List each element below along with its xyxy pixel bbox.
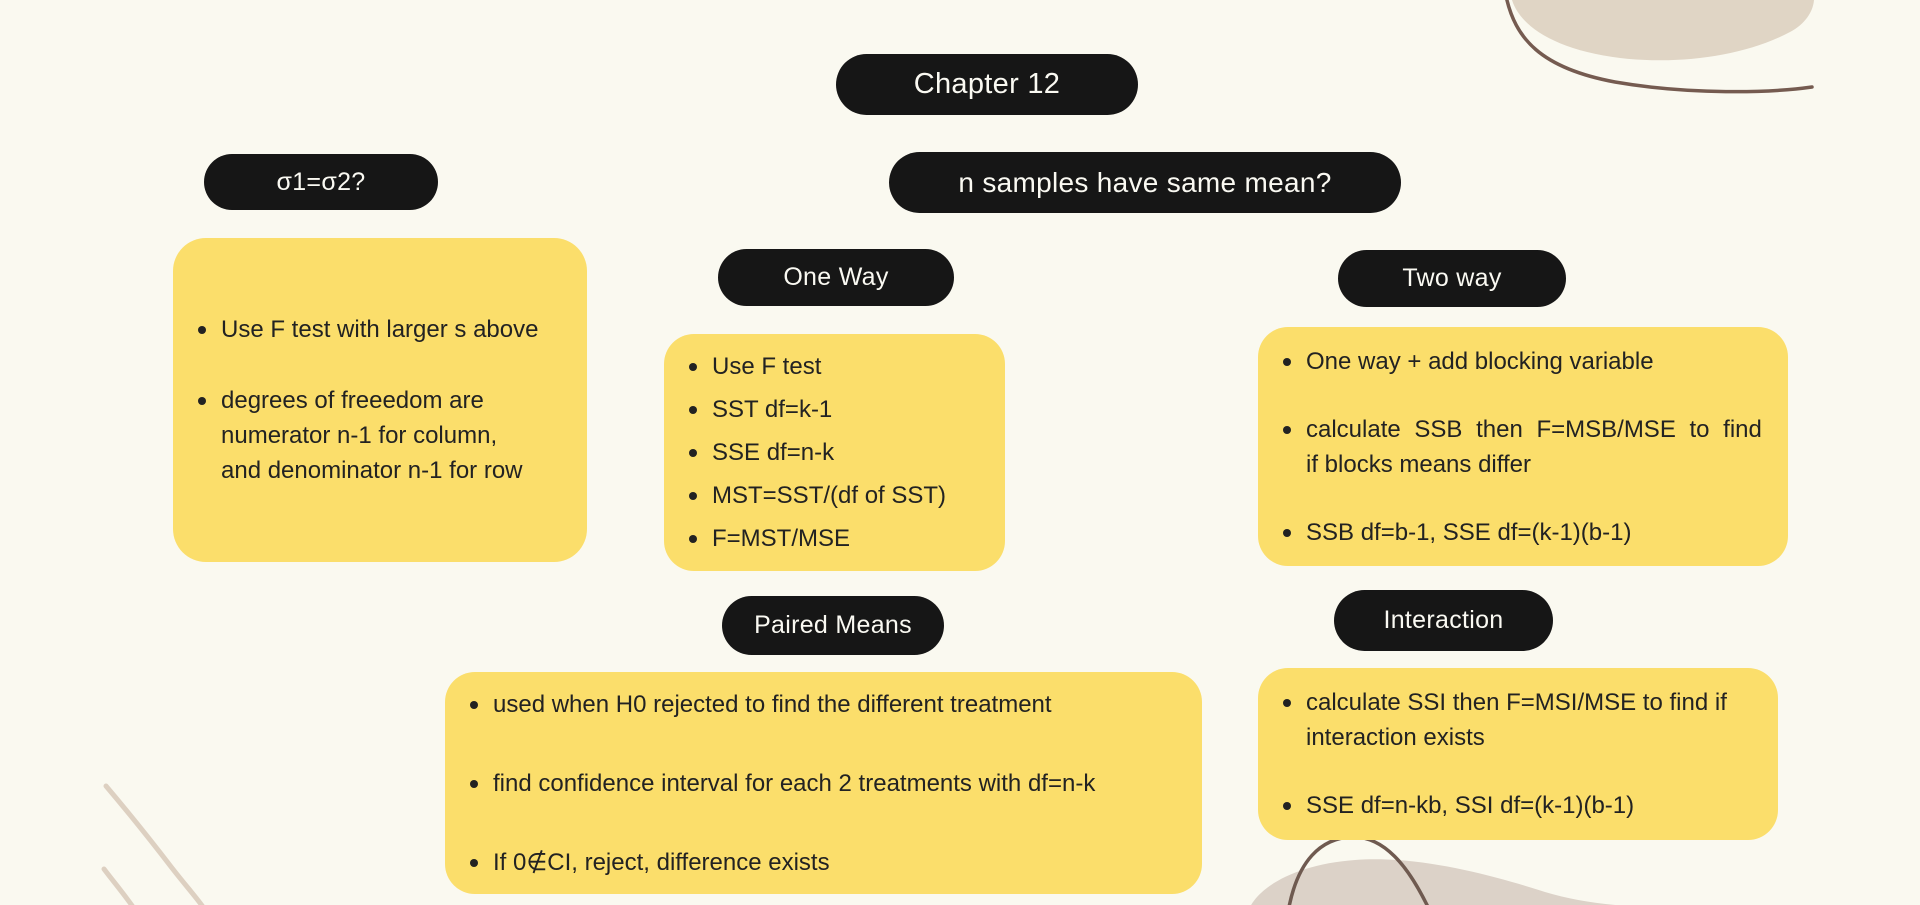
- bullet-marker: [1283, 357, 1291, 366]
- bullet-text: find confidence interval for each 2 trea…: [493, 769, 1096, 797]
- bullet-text: degrees of freeedom are numerator n-1 fo…: [221, 387, 523, 484]
- list-item: SSE df=n-kb, SSI df=(k-1)(b-1): [1282, 788, 1758, 823]
- mean-question-pill[interactable]: n samples have same mean?: [889, 152, 1401, 213]
- bullet-marker: [689, 535, 697, 543]
- bullet-text: Use F test: [712, 353, 822, 380]
- one-way-label: One Way: [783, 263, 889, 291]
- two-way-label: Two way: [1402, 264, 1502, 292]
- bullet-text: SST df=k-1: [712, 396, 833, 423]
- paired-means-notes-box[interactable]: used when H0 rejected to find the differ…: [445, 672, 1202, 894]
- bullet-marker: [198, 397, 206, 405]
- bullet-text: used when H0 rejected to find the differ…: [493, 690, 1052, 718]
- bullet-marker: [470, 779, 478, 788]
- list-item: Use F test with larger s above: [197, 312, 567, 347]
- bottom-left-curve-line: [103, 783, 205, 905]
- bullet-marker: [470, 858, 478, 867]
- bottom-left-curve-line-short: [101, 866, 135, 905]
- one-way-pill[interactable]: One Way: [718, 249, 954, 306]
- mean-question-label: n samples have same mean?: [958, 166, 1332, 198]
- bullet-marker: [1283, 528, 1291, 537]
- top-right-curve-line: [1505, 0, 1814, 94]
- chapter-title-label: Chapter 12: [913, 68, 1061, 100]
- bullet-text: If 0∉CI, reject, difference exists: [493, 848, 830, 876]
- bullet-text: SSE df=n-kb, SSI df=(k-1)(b-1): [1306, 792, 1635, 819]
- top-right-blob: [1512, 0, 1814, 61]
- bottom-arch-line: [1287, 835, 1429, 905]
- list-item: used when H0 rejected to find the differ…: [469, 687, 1182, 722]
- two-way-notes-box[interactable]: One way + add blocking variable calculat…: [1258, 327, 1788, 566]
- bullet-text: One way + add blocking variable: [1306, 347, 1654, 375]
- list-item: One way + add blocking variable: [1282, 344, 1766, 379]
- interaction-pill[interactable]: Interaction: [1334, 590, 1553, 651]
- list-item: find confidence interval for each 2 trea…: [469, 766, 1182, 801]
- variance-notes-box[interactable]: Use F test with larger s above degrees o…: [173, 238, 587, 562]
- bullet-text: MST=SST/(df of SST): [712, 482, 947, 509]
- bullet-text: calculate SSI then F=MSI/MSE to find if …: [1306, 689, 1727, 751]
- list-item: SSE df=n-k: [688, 435, 989, 470]
- list-item: Use F test: [688, 349, 989, 384]
- bullet-text: F=MST/MSE: [712, 525, 851, 552]
- bullet-marker: [198, 326, 206, 334]
- bullet-text: SSE df=n-k: [712, 439, 835, 466]
- bullet-marker: [1283, 802, 1291, 810]
- chapter-title-pill[interactable]: Chapter 12: [836, 54, 1138, 115]
- one-way-notes-box[interactable]: Use F test SST df=k-1 SSE df=n-k MST=SST…: [664, 334, 1005, 571]
- bullet-text: SSB df=b-1, SSE df=(k-1)(b-1): [1306, 518, 1632, 546]
- bullet-marker: [689, 492, 697, 500]
- list-item: calculate SSI then F=MSI/MSE to find if …: [1282, 685, 1758, 755]
- list-item: calculate SSB then F=MSB/MSE to find if …: [1282, 412, 1766, 482]
- bullet-marker: [689, 363, 697, 371]
- list-item: degrees of freeedom are numerator n-1 fo…: [197, 383, 567, 488]
- list-item: If 0∉CI, reject, difference exists: [469, 845, 1182, 880]
- bullet-text: Use F test with larger s above: [221, 316, 539, 343]
- bullet-marker: [470, 700, 478, 709]
- bullet-marker: [689, 406, 697, 414]
- paired-means-label: Paired Means: [754, 611, 912, 639]
- bottom-blob: [1251, 859, 1616, 905]
- interaction-notes-box[interactable]: calculate SSI then F=MSI/MSE to find if …: [1258, 668, 1778, 840]
- list-item: F=MST/MSE: [688, 521, 989, 556]
- variance-question-pill[interactable]: σ1=σ2?: [204, 154, 438, 210]
- paired-means-pill[interactable]: Paired Means: [722, 596, 944, 655]
- bullet-marker: [1283, 699, 1291, 707]
- bullet-text: calculate SSB then F=MSB/MSE to find if …: [1306, 415, 1762, 478]
- bullet-marker: [689, 449, 697, 457]
- list-item: SST df=k-1: [688, 392, 989, 427]
- variance-question-label: σ1=σ2?: [276, 167, 366, 196]
- interaction-label: Interaction: [1383, 606, 1504, 634]
- two-way-pill[interactable]: Two way: [1338, 250, 1566, 307]
- list-item: MST=SST/(df of SST): [688, 478, 989, 513]
- list-item: SSB df=b-1, SSE df=(k-1)(b-1): [1282, 515, 1766, 550]
- bullet-marker: [1283, 425, 1291, 434]
